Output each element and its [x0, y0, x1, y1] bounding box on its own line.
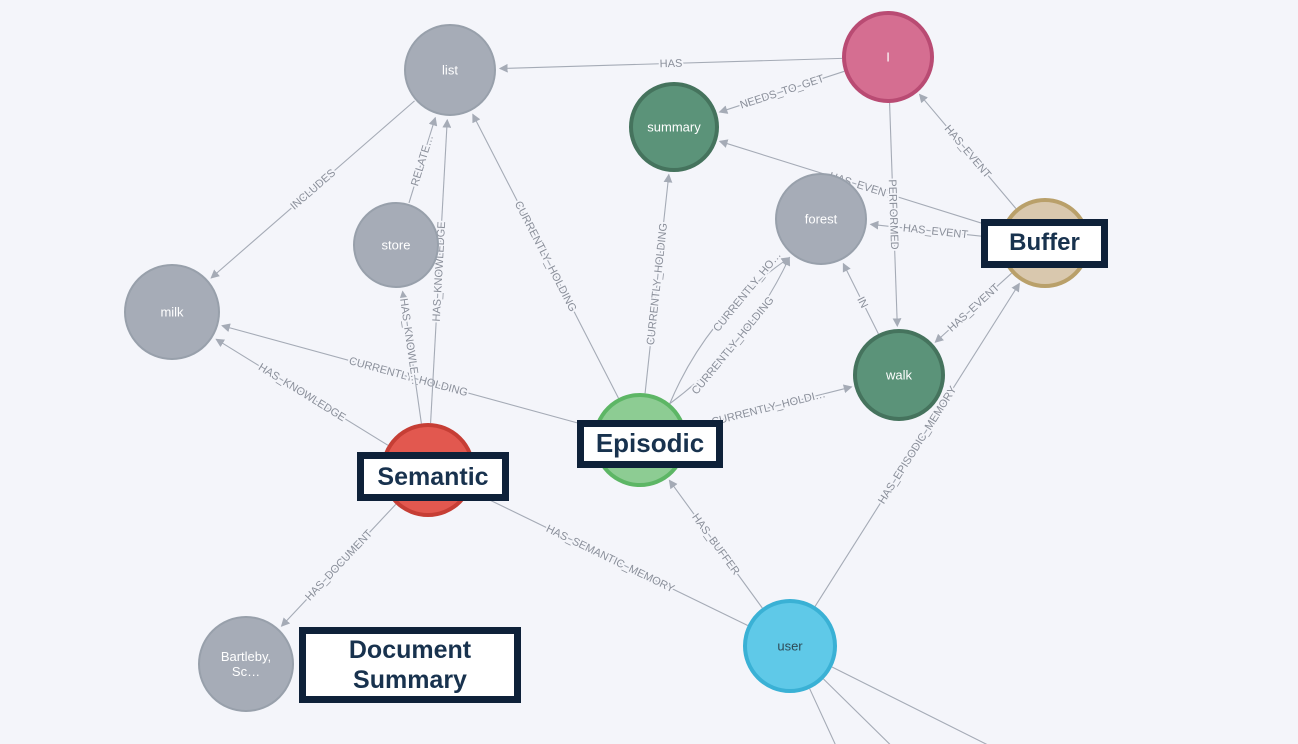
edge-semantic-doc[interactable] — [280, 503, 397, 627]
edge-i-summary[interactable] — [718, 70, 845, 114]
node-user[interactable]: user — [743, 599, 837, 693]
edge-i-list[interactable] — [498, 57, 843, 73]
edge-label-semantic-doc: HAS_DOCUMENT — [303, 528, 375, 604]
node-circle-milk[interactable] — [124, 264, 220, 360]
edge-label-episodic-walk: CURRENTLY_HOLDI… — [710, 388, 827, 428]
node-circle-doc[interactable] — [198, 616, 294, 712]
node-circle-summary[interactable] — [629, 82, 719, 172]
edge-walk-forest[interactable] — [842, 262, 879, 335]
edge-episodic-list[interactable] — [472, 113, 620, 399]
edge-user-buffer[interactable] — [814, 282, 1020, 607]
edge-episodic-forest[interactable] — [669, 256, 791, 405]
edge-label-buffer-forest: HAS_EVENT — [902, 222, 969, 241]
edge-label-i-walk: PERFORMED — [886, 179, 900, 250]
edge-label-list-milk: INCLUDES — [288, 167, 338, 213]
node-walk[interactable]: walk — [853, 329, 945, 421]
edge-user-episodic[interactable] — [668, 479, 763, 609]
edge-episodic-milk[interactable] — [221, 323, 595, 429]
edge-label-user-episodic: HAS_BUFFER — [689, 512, 742, 578]
node-circle-forest[interactable] — [775, 173, 867, 265]
node-summary[interactable]: summary — [629, 82, 719, 172]
annotation-label: Document Summary — [348, 636, 472, 694]
node-i[interactable]: I — [842, 11, 934, 103]
node-store[interactable]: store — [353, 202, 439, 288]
edge-user-offscreen[interactable] — [823, 678, 914, 744]
edge-buffer-summary[interactable] — [718, 139, 1003, 231]
node-milk[interactable]: milk — [124, 264, 220, 360]
node-circle-i[interactable] — [842, 11, 934, 103]
edge-label-i-summary: NEEDS_TO_GET — [739, 73, 826, 112]
edge-i-walk[interactable] — [889, 102, 902, 328]
edge-label-store-list: RELATE… — [409, 133, 436, 187]
edge-label-buffer-i: HAS_EVENT — [942, 123, 994, 181]
node-forest[interactable]: forest — [775, 173, 867, 265]
node-circle-store[interactable] — [353, 202, 439, 288]
edge-label-user-semantic: HAS_SEMANTIC_MEMORY — [544, 523, 677, 596]
annotation-document-summary: Document Summary — [299, 627, 521, 703]
node-circle-walk[interactable] — [853, 329, 945, 421]
annotation-semantic: Semantic — [357, 452, 509, 501]
edge-label-semantic-milk: HAS_KNOWLEDGE — [256, 361, 348, 424]
edge-label-walk-forest: IN — [854, 295, 870, 310]
annotation-buffer: Buffer — [981, 219, 1108, 268]
node-circle-user[interactable] — [743, 599, 837, 693]
edge-label-i-list: HAS — [660, 58, 683, 71]
edge-buffer-walk[interactable] — [934, 272, 1012, 343]
edge-episodic-forest[interactable] — [669, 257, 791, 404]
edge-store-list[interactable] — [408, 116, 438, 204]
annotation-episodic: Episodic — [577, 420, 723, 468]
edge-user-offscreen[interactable] — [809, 688, 846, 744]
edge-semantic-store[interactable] — [399, 290, 422, 424]
node-list[interactable]: list — [404, 24, 496, 116]
node-doc[interactable]: Bartleby,Sc… — [198, 616, 294, 712]
edge-label-episodic-list: CURRENTLY_HOLDING — [512, 199, 579, 314]
edge-semantic-list[interactable] — [430, 118, 452, 424]
annotation-label: Buffer — [1009, 229, 1080, 257]
edge-label-buffer-walk: HAS_EVENT — [946, 281, 1003, 334]
edge-buffer-i[interactable] — [918, 93, 1017, 209]
edge-user-semantic[interactable] — [471, 491, 748, 626]
annotation-label: Episodic — [595, 428, 705, 459]
edge-label-episodic-summary: CURRENTLY_HOLDING — [645, 222, 670, 345]
annotation-label: Semantic — [377, 462, 489, 491]
edge-user-offscreen[interactable] — [831, 666, 1005, 744]
edge-episodic-summary[interactable] — [644, 173, 673, 394]
edge-buffer-forest[interactable] — [869, 220, 1001, 239]
edge-list-milk[interactable] — [210, 100, 415, 279]
node-circle-list[interactable] — [404, 24, 496, 116]
edge-semantic-milk[interactable] — [215, 338, 389, 446]
